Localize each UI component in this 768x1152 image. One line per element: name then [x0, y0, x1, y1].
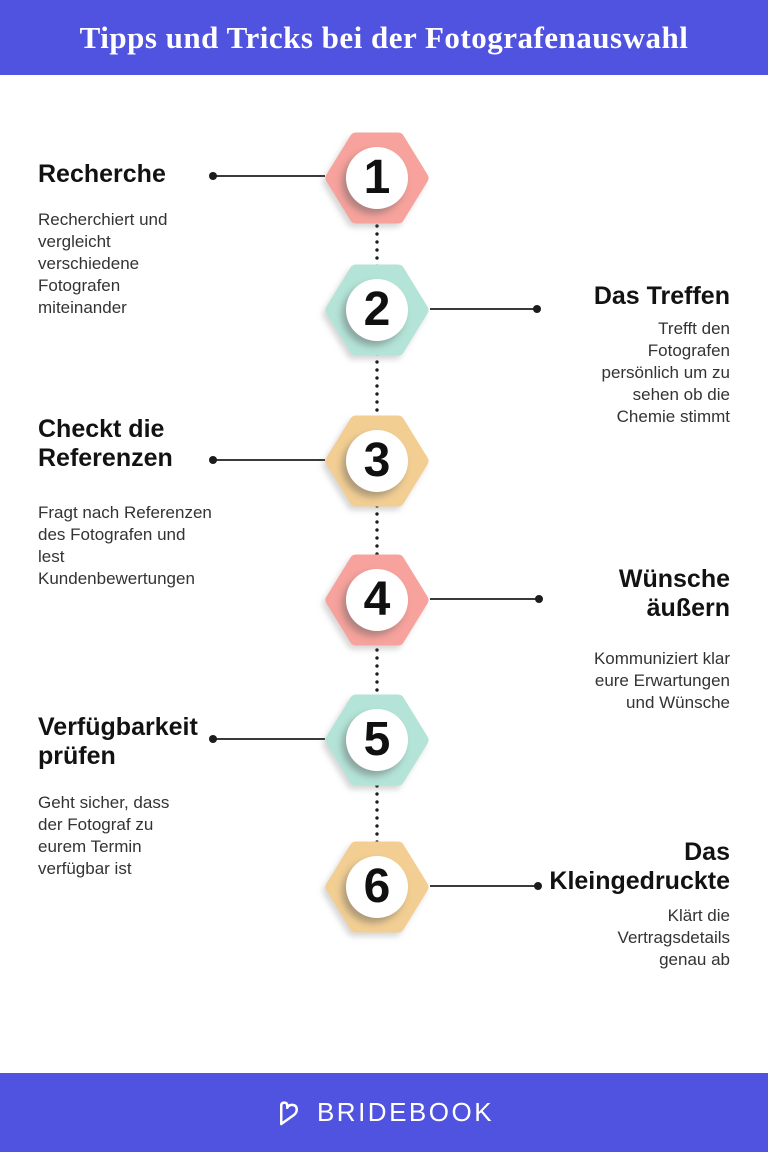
- step-number: 6: [363, 860, 391, 913]
- connector-dot-1: [209, 172, 217, 180]
- connector-dot-6: [534, 882, 542, 890]
- step-number-circle: 2: [346, 279, 408, 341]
- step-number-circle: 5: [346, 709, 408, 771]
- step-title-2: Das Treffen: [593, 282, 730, 310]
- step-title-5: Verfügbarkeit prüfen: [38, 713, 198, 770]
- step-description-6: Klärt die Vertragsdetails genau ab: [617, 906, 730, 969]
- step-description-5: Geht sicher, dass der Fotograf zu eurem …: [38, 793, 170, 878]
- step-number-circle: 3: [346, 430, 408, 492]
- connector-line-1: [213, 175, 325, 177]
- step-number: 1: [363, 151, 391, 204]
- step-title-4: Wünsche äußern: [618, 565, 730, 622]
- connector-dot-3: [209, 456, 217, 464]
- step-number: 3: [363, 434, 391, 487]
- connector-dot-2: [533, 305, 541, 313]
- connector-line-5: [213, 738, 325, 740]
- step-number-circle: 1: [346, 147, 408, 209]
- connector-dot-4: [535, 595, 543, 603]
- step-description-3: Fragt nach Referenzen des Fotografen und…: [38, 503, 212, 588]
- step-title-6: Das Kleingedruckte: [549, 838, 730, 895]
- step-number-circle: 4: [346, 569, 408, 631]
- step-description-4: Kommuniziert klar eure Erwartungen und W…: [593, 649, 730, 712]
- step-description-2: Trefft den Fotografen persönlich um zu s…: [601, 319, 730, 426]
- step-hexagon-6: 6: [322, 839, 432, 935]
- timeline-dotted-line: [375, 182, 379, 888]
- step-number: 2: [363, 283, 391, 336]
- bridebook-heart-icon: [279, 1100, 298, 1125]
- step-hexagon-5: 5: [322, 692, 432, 788]
- page-title: Tipps und Tricks bei der Fotografenauswa…: [79, 19, 689, 55]
- connector-line-2: [430, 308, 538, 310]
- step-number: 5: [363, 713, 391, 766]
- step-number: 4: [363, 573, 391, 626]
- step-hexagon-4: 4: [322, 552, 432, 648]
- footer-bar: BRIDEBOOK: [0, 1073, 768, 1152]
- step-hexagon-2: 2: [322, 262, 432, 358]
- connector-dot-5: [209, 735, 217, 743]
- connector-line-6: [430, 885, 539, 887]
- step-hexagon-3: 3: [322, 413, 432, 509]
- step-hexagon-1: 1: [322, 130, 432, 226]
- step-description-1: Recherchiert und vergleicht verschiedene…: [38, 210, 168, 317]
- connector-line-4: [430, 598, 540, 600]
- connector-line-3: [213, 459, 325, 461]
- step-number-circle: 6: [346, 856, 408, 918]
- header-bar: Tipps und Tricks bei der Fotografenauswa…: [0, 0, 768, 75]
- step-title-3: Checkt die Referenzen: [38, 415, 173, 472]
- step-title-1: Recherche: [38, 160, 166, 188]
- brand-name: BRIDEBOOK: [316, 1097, 495, 1127]
